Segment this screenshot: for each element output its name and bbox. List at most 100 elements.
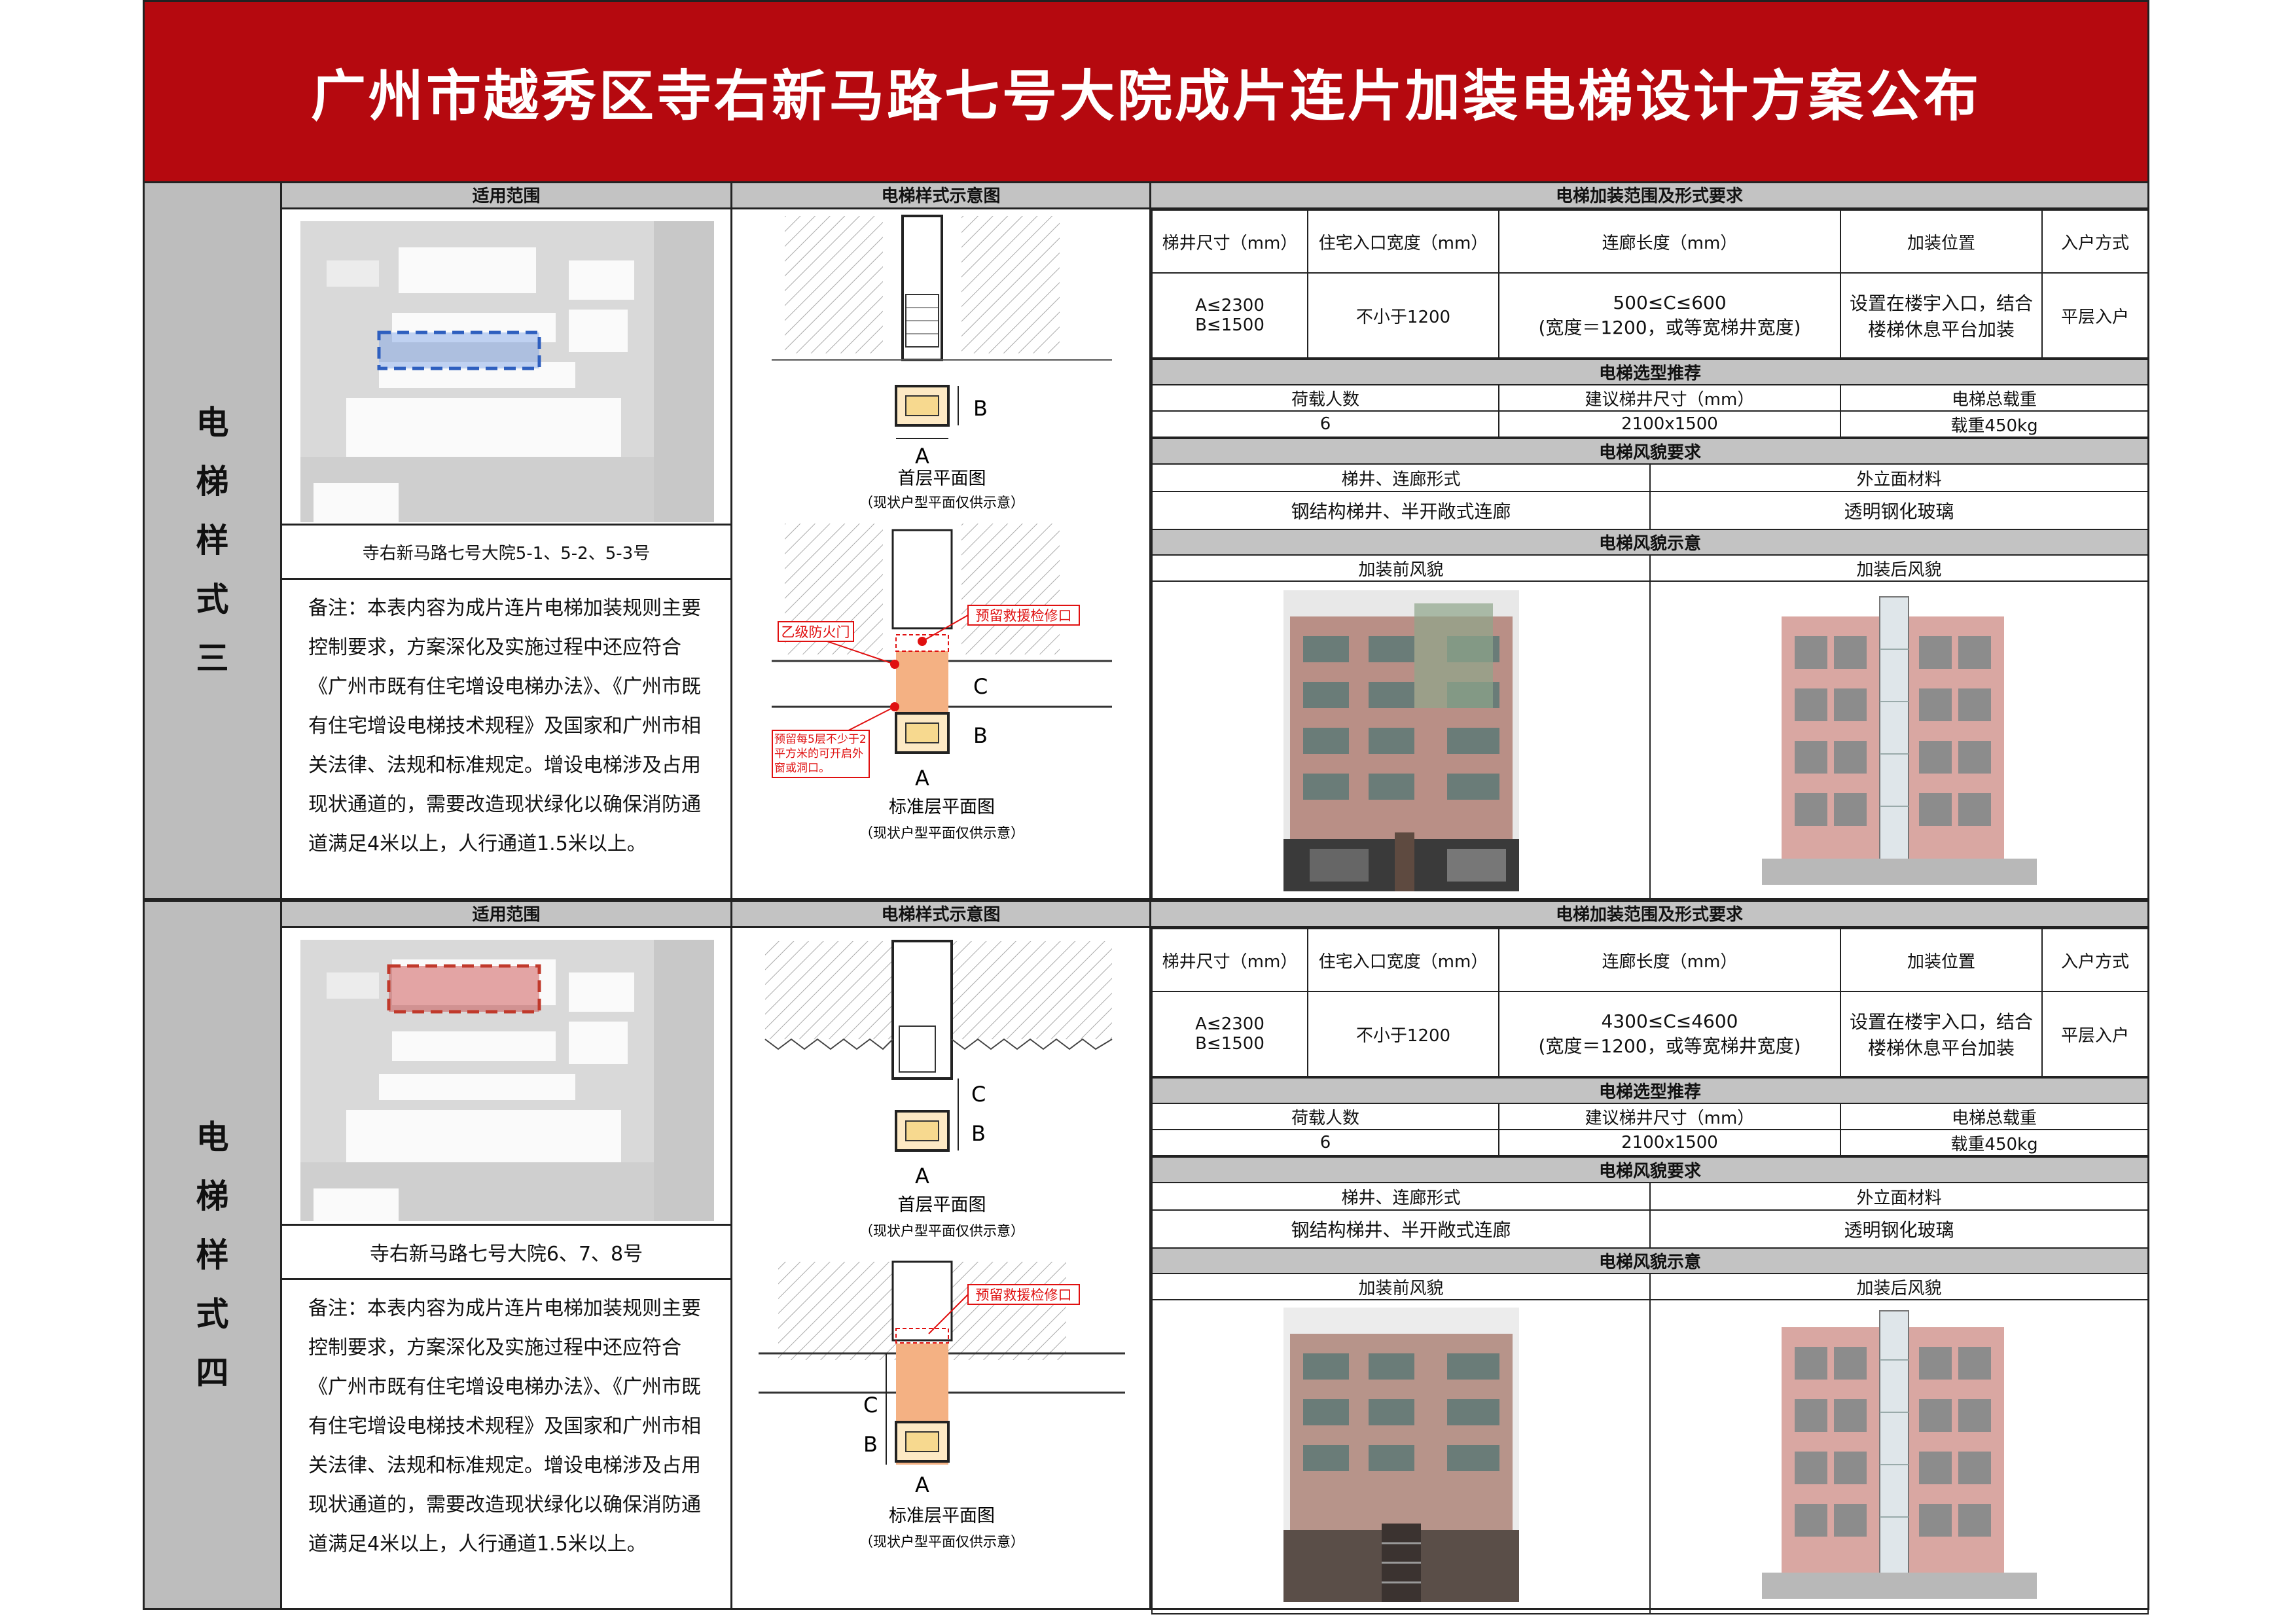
side-label: 电 梯 样 式 四 xyxy=(145,902,282,1608)
corridor-length: 500≤C≤600(宽度＝1200，或等宽梯井宽度) xyxy=(1498,272,1841,359)
sel-header: 建议梯井尺寸（mm） xyxy=(1498,1103,1841,1130)
appearance-table: 电梯风貌要求 梯井、连廊形式 外立面材料 钢结构梯井、半开敞式连廊 透明钢化玻璃… xyxy=(1151,438,2149,905)
title-bar: 广州市越秀区寺右新马路七号大院成片连片加装电梯设计方案公布 xyxy=(143,0,2149,183)
address-label: 寺右新马路七号大院5-1、5-2、5-3号 xyxy=(282,524,730,580)
diagram-header: 电梯样式示意图 xyxy=(732,183,1149,209)
sel-value: 2100x1500 xyxy=(1498,1129,1841,1156)
sel-value: 6 xyxy=(1151,1129,1499,1156)
standard-floor-caption: 标准层平面图 xyxy=(889,1506,995,1526)
scope-column: 适用范围 寺右新马路七号大院6、7、8号 备注：本表内容为成片连片电梯加装规则主… xyxy=(282,902,732,1608)
app-value: 钢结构梯井、半开敞式连廊 xyxy=(1151,1209,1651,1249)
req-header: 电梯加装范围及形式要求 xyxy=(1151,183,2147,209)
dim-a-label: A xyxy=(915,766,929,791)
style-three-band: 电 梯 样 式 三 适用范围 寺右新马路七号大院5-1、5-2、5- xyxy=(143,181,2149,905)
dim-c-label: C xyxy=(971,1082,986,1107)
side-char: 式 xyxy=(196,1294,229,1333)
entry-width: 不小于1200 xyxy=(1307,272,1499,359)
dim-a-label: A xyxy=(915,444,929,469)
sel-value: 载重450kg xyxy=(1840,410,2149,438)
dim-a-label: A xyxy=(915,1164,929,1188)
side-char: 梯 xyxy=(196,463,229,501)
req-table: 梯井尺寸（mm） 住宅入口宽度（mm） 连廊长度（mm） 加装位置 入户方式 A… xyxy=(1151,928,2149,1077)
callout-rescue: 预留救援检修口 xyxy=(976,1287,1072,1303)
after-photo-cell xyxy=(1649,1299,2149,1614)
views-section-title: 电梯风貌示意 xyxy=(1151,1247,2149,1274)
install-position: 设置在楼宇入口，结合楼梯休息平台加装 xyxy=(1840,991,2043,1077)
sel-value: 载重450kg xyxy=(1840,1129,2149,1156)
standard-floor-sub: （现状户型平面仅供示意） xyxy=(859,1534,1024,1550)
requirements-column: 电梯加装范围及形式要求 梯井尺寸（mm） 住宅入口宽度（mm） 连廊长度（mm）… xyxy=(1151,902,2149,1614)
appearance-section-title: 电梯风貌要求 xyxy=(1151,1156,2149,1183)
entry-mode: 平层入户 xyxy=(2041,272,2149,359)
callout-fire-door: 乙级防火门 xyxy=(781,624,850,640)
sel-value: 6 xyxy=(1151,410,1499,438)
entry-mode: 平层入户 xyxy=(2041,991,2149,1077)
requirements-column: 电梯加装范围及形式要求 梯井尺寸（mm） 住宅入口宽度（mm） 连廊长度（mm）… xyxy=(1151,183,2149,905)
selection-section-title: 电梯选型推荐 xyxy=(1151,359,2149,385)
req-table: 梯井尺寸（mm） 住宅入口宽度（mm） 连廊长度（mm） 加装位置 入户方式 A… xyxy=(1151,209,2149,359)
standard-floor-plan: 乙级防火门 预留救援检修口 预留每5层不少于2平方米的可开启外窗或洞口。 C B… xyxy=(772,524,1112,841)
side-char: 梯 xyxy=(196,1177,229,1215)
req-col-header: 梯井尺寸（mm） xyxy=(1151,209,1308,274)
first-floor-caption: 首层平面图 xyxy=(898,1195,986,1215)
side-label: 电 梯 样 式 三 xyxy=(145,183,282,898)
sel-header: 荷载人数 xyxy=(1151,1103,1499,1130)
first-floor-caption: 首层平面图 xyxy=(898,469,986,489)
note-text: 备注：本表内容为成片连片电梯加装规则主要控制要求，方案深化及实施过程中还应符合《… xyxy=(308,1297,701,1556)
view-header-before: 加装前风貌 xyxy=(1151,1273,1651,1300)
selection-table: 电梯选型推荐 荷载人数 建议梯井尺寸（mm） 电梯总载重 6 2100x1500… xyxy=(1151,359,2149,438)
sel-header: 电梯总载重 xyxy=(1840,384,2149,412)
highlight-zone xyxy=(377,330,541,370)
req-header: 电梯加装范围及形式要求 xyxy=(1151,902,2147,928)
side-char: 电 xyxy=(196,404,229,442)
site-map-svg xyxy=(300,221,714,522)
after-render xyxy=(1761,596,2037,885)
req-col-header: 住宅入口宽度（mm） xyxy=(1307,928,1499,992)
site-map-svg xyxy=(300,940,714,1221)
page-title: 广州市越秀区寺右新马路七号大院成片连片加装电梯设计方案公布 xyxy=(310,63,1981,128)
note-text: 备注：本表内容为成片连片电梯加装规则主要控制要求，方案深化及实施过程中还应符合《… xyxy=(308,597,701,855)
diagram-column: 电梯样式示意图 C B A 首层平面图 （现状户型平面仅供示意） xyxy=(732,902,1151,1608)
first-floor-plan: C B A 首层平面图 （现状户型平面仅供示意） xyxy=(764,940,1113,1239)
corridor-orange xyxy=(896,651,948,713)
selection-table: 电梯选型推荐 荷载人数 建议梯井尺寸（mm） 电梯总载重 6 2100x1500… xyxy=(1151,1077,2149,1156)
callout-window: 预留每5层不少于2平方米的可开启外窗或洞口。 xyxy=(772,730,870,778)
side-char: 电 xyxy=(196,1118,229,1156)
sel-header: 荷载人数 xyxy=(1151,384,1499,412)
dim-c-label: C xyxy=(863,1393,878,1418)
before-photo xyxy=(1283,590,1519,891)
side-char: 式 xyxy=(196,580,229,618)
first-floor-sub: （现状户型平面仅供示意） xyxy=(859,495,1024,510)
standard-floor-sub: （现状户型平面仅供示意） xyxy=(859,825,1024,841)
view-header-after: 加装后风貌 xyxy=(1649,554,2149,582)
dim-b-label: B xyxy=(973,723,988,748)
side-char: 样 xyxy=(196,1236,229,1274)
dim-b-label: B xyxy=(863,1432,878,1457)
app-value: 钢结构梯井、半开敞式连廊 xyxy=(1151,491,1651,530)
first-floor-sub: （现状户型平面仅供示意） xyxy=(859,1223,1024,1239)
req-col-header: 连廊长度（mm） xyxy=(1498,928,1841,992)
dim-b-label: B xyxy=(973,396,988,421)
req-col-header: 加装位置 xyxy=(1840,209,2043,274)
address-label: 寺右新马路七号大院6、7、8号 xyxy=(282,1224,730,1280)
diagram-header: 电梯样式示意图 xyxy=(732,902,1149,928)
req-col-header: 入户方式 xyxy=(2041,928,2149,992)
app-header: 梯井、连廊形式 xyxy=(1151,1182,1651,1211)
appearance-section-title: 电梯风貌要求 xyxy=(1151,438,2149,465)
appearance-table: 电梯风貌要求 梯井、连廊形式 外立面材料 钢结构梯井、半开敞式连廊 透明钢化玻璃… xyxy=(1151,1156,2149,1614)
req-col-header: 入户方式 xyxy=(2041,209,2149,274)
sel-header: 电梯总载重 xyxy=(1840,1103,2149,1130)
diagram-column: 电梯样式示意图 A B 首层平面图 （现状户型平面仅供示意） xyxy=(732,183,1151,898)
app-header: 外立面材料 xyxy=(1649,1182,2149,1211)
app-header: 梯井、连廊形式 xyxy=(1151,463,1651,492)
before-photo-cell xyxy=(1151,1299,1651,1614)
scope-column: 适用范围 寺右新马路七号大院5-1、5-2、5-3号 备注：本表内容为成片连片电… xyxy=(282,183,732,898)
before-photo-cell xyxy=(1151,580,1651,905)
corridor-length: 4300≤C≤4600(宽度＝1200，或等宽梯井宽度) xyxy=(1498,991,1841,1077)
site-map xyxy=(300,940,714,1221)
sel-header: 建议梯井尺寸（mm） xyxy=(1498,384,1841,412)
sel-value: 2100x1500 xyxy=(1498,410,1841,438)
scope-header: 适用范围 xyxy=(282,183,730,209)
